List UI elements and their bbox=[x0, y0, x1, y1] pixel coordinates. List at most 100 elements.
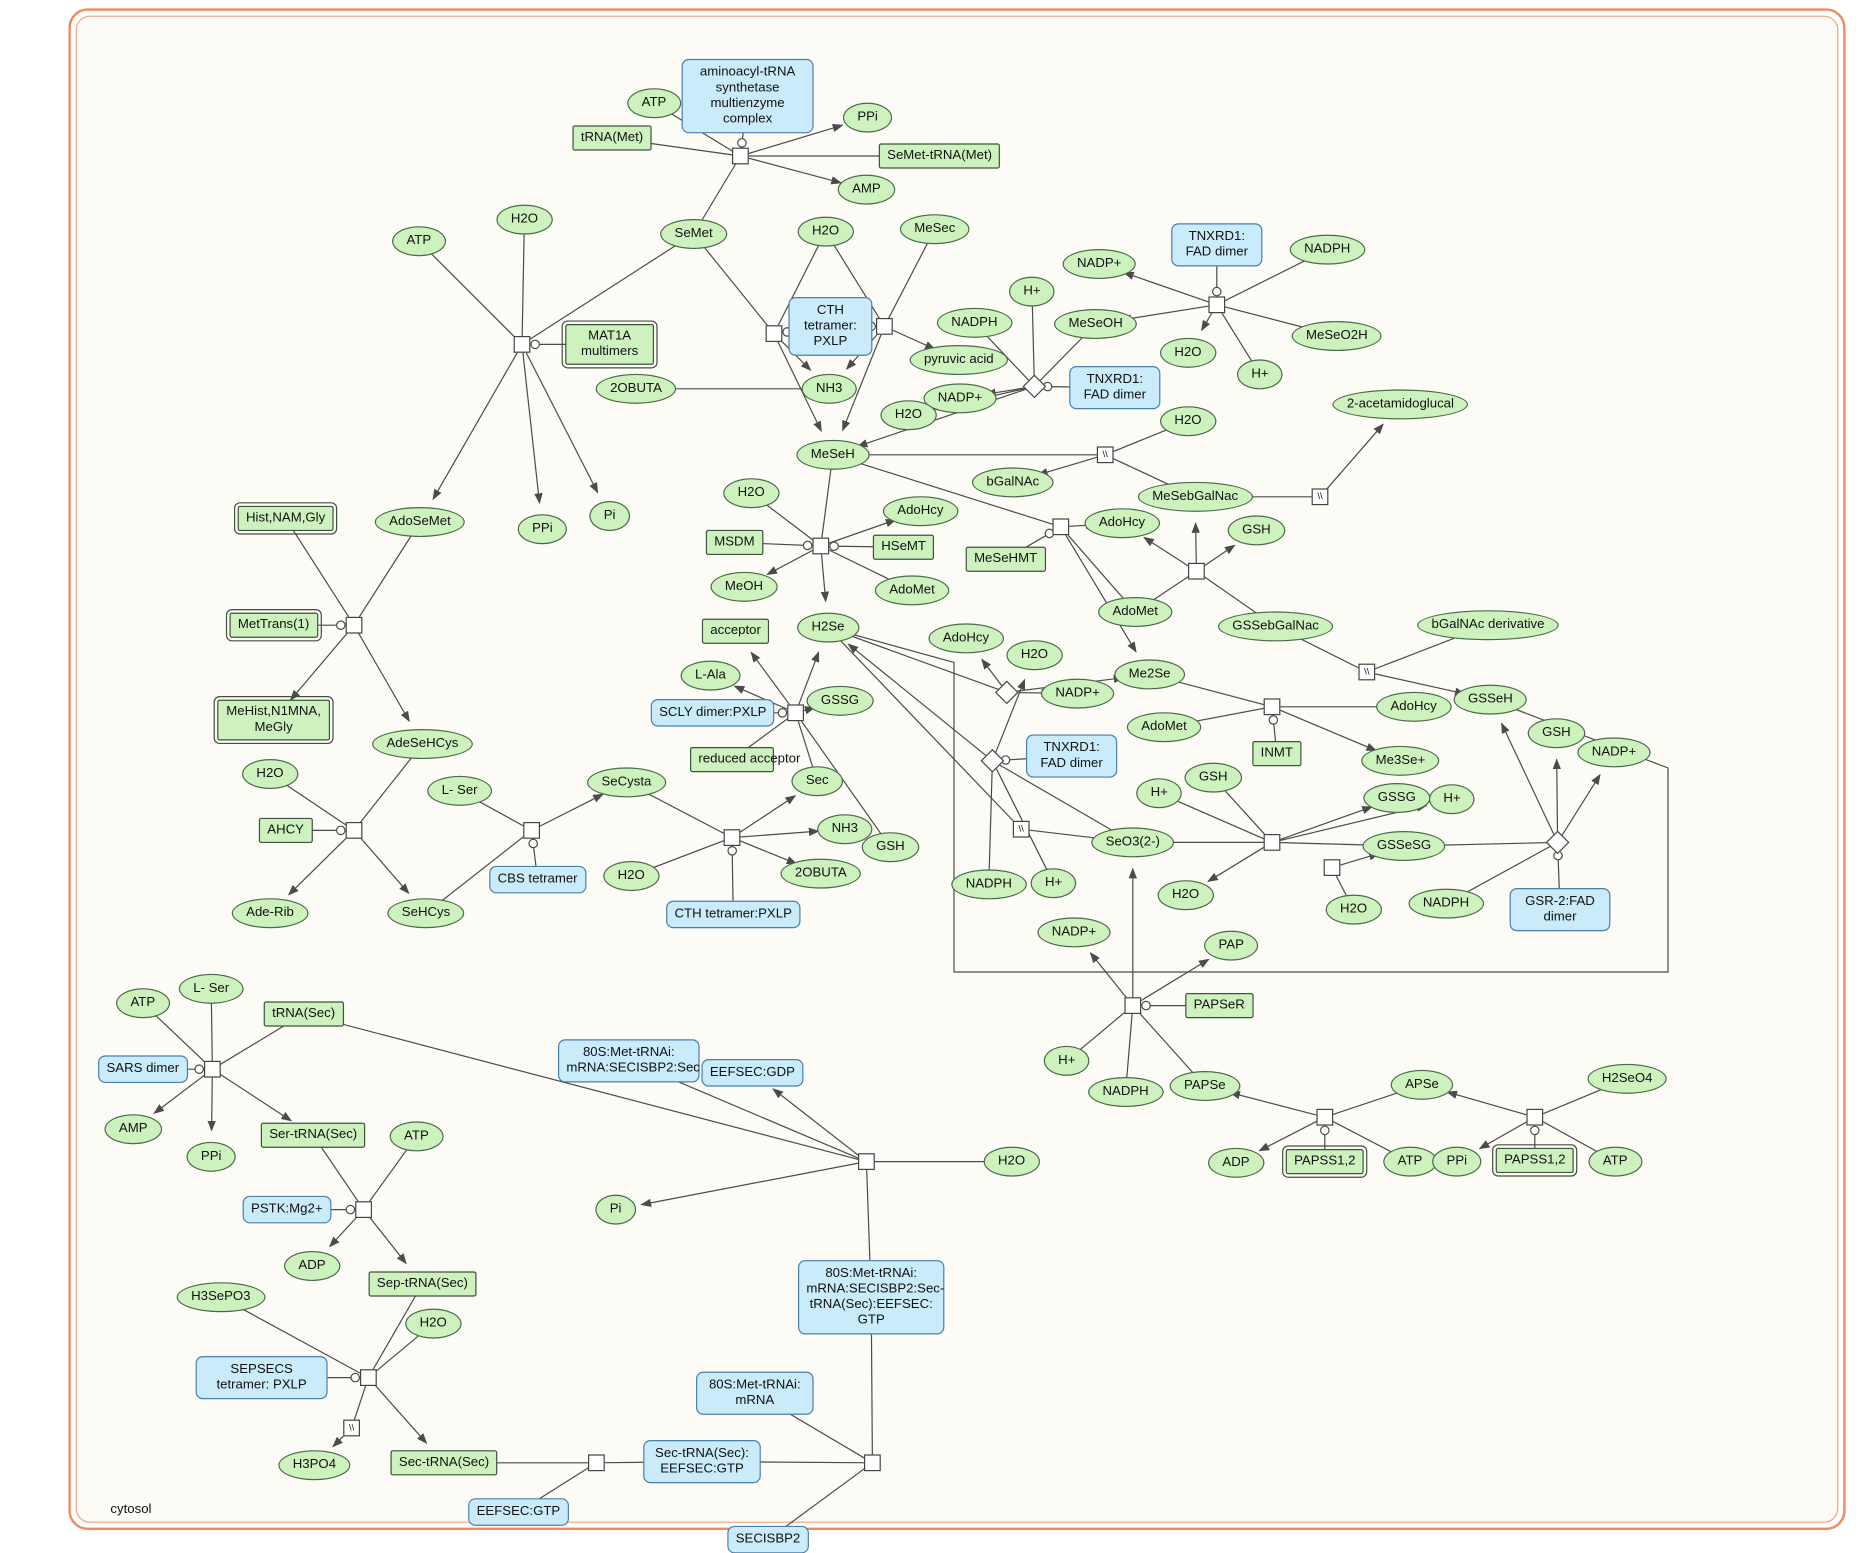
node-pap[interactable]: PAP bbox=[1204, 930, 1259, 961]
node-nadphe[interactable]: NADPH bbox=[1088, 1077, 1164, 1107]
node-nadpha[interactable]: NADPH bbox=[1289, 234, 1365, 265]
reaction-node-r29[interactable] bbox=[858, 1153, 875, 1170]
node-papse[interactable]: PAPSe bbox=[1169, 1071, 1240, 1101]
node-h2o9[interactable]: H2O bbox=[603, 861, 660, 891]
node-gssebgalnac[interactable]: GSSebGalNac bbox=[1217, 611, 1334, 642]
node-atp3[interactable]: ATP bbox=[1383, 1146, 1437, 1177]
node-nadpe[interactable]: NADP+ bbox=[1037, 917, 1111, 948]
node-mesebgalnac[interactable]: MeSebGalNac bbox=[1137, 481, 1253, 512]
node-hpc[interactable]: H+ bbox=[1136, 778, 1183, 809]
node-pstk[interactable]: PSTK:Mg2+ bbox=[242, 1195, 331, 1224]
node-adpa[interactable]: ADP bbox=[1208, 1147, 1264, 1178]
node-ctha[interactable]: CTH tetramer: PXLP bbox=[788, 297, 873, 356]
reaction-node-rpstk[interactable] bbox=[355, 1201, 372, 1218]
node-mesec[interactable]: MeSec bbox=[899, 214, 970, 245]
node-obuta2[interactable]: 2OBUTA bbox=[780, 858, 862, 889]
node-sehcys[interactable]: SeHCys bbox=[387, 898, 465, 929]
node-ppi1[interactable]: PPi bbox=[842, 102, 893, 133]
node-nadpb[interactable]: NADP+ bbox=[923, 383, 997, 414]
node-adosemet[interactable]: AdoSeMet bbox=[374, 507, 466, 537]
node-gsha[interactable]: GSH bbox=[1227, 515, 1286, 546]
node-secysta[interactable]: SeCysta bbox=[587, 767, 666, 798]
node-h3po4[interactable]: H3PO4 bbox=[278, 1450, 351, 1481]
reaction-node-reef[interactable] bbox=[588, 1454, 605, 1472]
node-septrnasec[interactable]: Sep-tRNA(Sec) bbox=[368, 1271, 477, 1297]
node-eefsecgtp[interactable]: EEFSEC:GTP bbox=[468, 1498, 569, 1526]
node-adometb[interactable]: AdoMet bbox=[1098, 597, 1173, 627]
node-acetglucal[interactable]: 2-acetamidoglucal bbox=[1332, 389, 1469, 420]
node-adohcya[interactable]: AdoHcy bbox=[1084, 508, 1160, 539]
node-h2o8[interactable]: H2O bbox=[242, 759, 298, 789]
node-h2seo4[interactable]: H2SeO4 bbox=[1587, 1063, 1667, 1094]
reaction-node-rd2[interactable]: \\ bbox=[1012, 820, 1030, 838]
node-nadpc[interactable]: NADP+ bbox=[1041, 678, 1115, 709]
node-h2o1[interactable]: H2O bbox=[496, 204, 553, 235]
node-mehist[interactable]: MeHist,N1MNA, MeGly bbox=[213, 696, 334, 744]
node-adpb[interactable]: ADP bbox=[284, 1251, 340, 1281]
node-mat1a[interactable]: MAT1A multimers bbox=[561, 320, 658, 369]
node-tnxrd1a[interactable]: TNXRD1: FAD dimer bbox=[1171, 223, 1263, 267]
node-pyruvic[interactable]: pyruvic acid bbox=[909, 345, 1009, 375]
node-lsera[interactable]: L- Ser bbox=[427, 775, 492, 806]
node-meseoh[interactable]: MeSeOH bbox=[1054, 309, 1138, 339]
node-pia[interactable]: Pi bbox=[589, 501, 630, 531]
node-atp4[interactable]: ATP bbox=[1588, 1146, 1642, 1177]
node-gshc[interactable]: GSH bbox=[1184, 762, 1242, 793]
reaction-node-rahcy[interactable] bbox=[345, 822, 363, 839]
node-nh31[interactable]: NH3 bbox=[801, 373, 857, 404]
reaction-node-r18[interactable] bbox=[1323, 859, 1341, 877]
node-m80s1[interactable]: 80S:Met-tRNAi: mRNA:SECISBP2:Sec bbox=[558, 1039, 700, 1083]
node-gsseh[interactable]: GSSeH bbox=[1453, 684, 1528, 715]
node-m80s3[interactable]: 80S:Met-tRNAi: mRNA bbox=[696, 1371, 814, 1415]
reaction-node-r14[interactable] bbox=[1263, 698, 1281, 716]
node-lala[interactable]: L-Ala bbox=[680, 660, 741, 691]
node-sertrnasec[interactable]: Ser-tRNA(Sec) bbox=[260, 1122, 366, 1148]
node-gssgb[interactable]: GSSG bbox=[1363, 783, 1431, 813]
node-atp2[interactable]: ATP bbox=[392, 226, 446, 257]
node-histnamgly[interactable]: Hist,NAM,Gly bbox=[234, 502, 338, 535]
node-ahcy[interactable]: AHCY bbox=[258, 817, 313, 843]
node-nadphd[interactable]: NADPH bbox=[1408, 888, 1484, 919]
node-hsemt[interactable]: HSeMT bbox=[872, 534, 935, 560]
reaction-node-r7[interactable]: \\ bbox=[1096, 446, 1114, 464]
node-h2o11[interactable]: H2O bbox=[1325, 894, 1382, 925]
node-scly[interactable]: SCLY dimer:PXLP bbox=[650, 699, 775, 727]
node-acceptor[interactable]: acceptor bbox=[701, 618, 770, 644]
reaction-node-rsepsecs[interactable] bbox=[360, 1369, 377, 1386]
node-hpb[interactable]: H+ bbox=[1236, 359, 1284, 390]
node-mettrans[interactable]: MetTrans(1) bbox=[225, 609, 322, 642]
node-cbs[interactable]: CBS tetramer bbox=[489, 865, 586, 894]
reaction-node-r15[interactable]: \\ bbox=[1358, 663, 1376, 681]
node-h2o5[interactable]: H2O bbox=[1160, 406, 1216, 437]
node-m80s2[interactable]: 80S:Met-tRNAi: mRNA:SECISBP2:Sec- tRNA(S… bbox=[798, 1260, 945, 1335]
node-adometa[interactable]: AdoMet bbox=[874, 575, 950, 606]
node-redacceptor[interactable]: reduced acceptor bbox=[690, 747, 800, 773]
node-ampb[interactable]: AMP bbox=[104, 1114, 162, 1145]
node-hpe[interactable]: H+ bbox=[1030, 868, 1077, 899]
node-apse[interactable]: APSe bbox=[1390, 1069, 1454, 1100]
node-meseh[interactable]: MeSeH bbox=[796, 439, 870, 470]
node-tnxrd1b[interactable]: TNXRD1: FAD dimer bbox=[1069, 366, 1161, 410]
node-nh3b[interactable]: NH3 bbox=[817, 814, 873, 845]
node-h2o7[interactable]: H2O bbox=[1006, 640, 1063, 671]
node-aderib[interactable]: Ade-Rib bbox=[231, 898, 309, 929]
reaction-node-r4[interactable] bbox=[876, 318, 893, 335]
reaction-node-rpapss1[interactable] bbox=[1316, 1108, 1334, 1126]
node-msdm[interactable]: MSDM bbox=[705, 529, 763, 555]
node-ppid[interactable]: PPi bbox=[186, 1141, 236, 1172]
node-amp1[interactable]: AMP bbox=[837, 174, 896, 205]
node-h2o10[interactable]: H2O bbox=[1157, 880, 1214, 911]
node-h3sepo3[interactable]: H3SePO3 bbox=[176, 1282, 265, 1313]
reaction-node-r9[interactable] bbox=[1052, 518, 1070, 536]
node-me3se[interactable]: Me3Se+ bbox=[1361, 745, 1440, 776]
node-bgalnacderiv[interactable]: bGalNAc derivative bbox=[1417, 610, 1559, 641]
node-h2o6[interactable]: H2O bbox=[723, 478, 780, 509]
node-me2se[interactable]: Me2Se bbox=[1114, 659, 1185, 690]
node-sectrnasec[interactable]: Sec-tRNA(Sec) bbox=[390, 1450, 498, 1476]
node-seo3[interactable]: SeO3(2-) bbox=[1091, 827, 1175, 858]
node-gssga[interactable]: GSSG bbox=[806, 685, 874, 716]
node-sepsecs[interactable]: SEPSECS tetramer: PXLP bbox=[195, 1356, 328, 1400]
reaction-node-r3[interactable] bbox=[765, 325, 783, 342]
node-adesehcys[interactable]: AdeSeHCys bbox=[372, 729, 473, 759]
reaction-node-rcbs[interactable] bbox=[523, 822, 540, 839]
